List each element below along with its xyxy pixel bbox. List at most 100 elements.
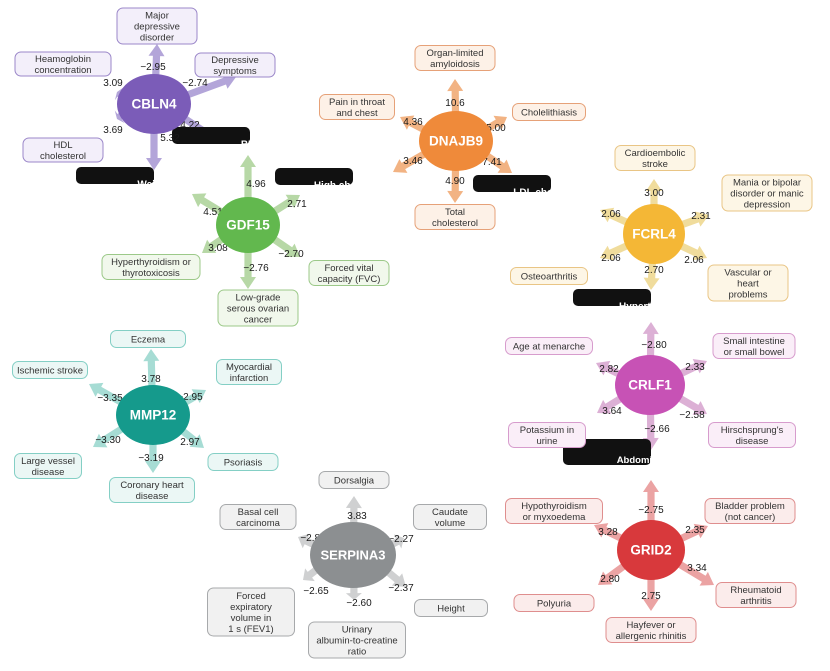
effect-value-cbln4-hdl-cholesterol: 3.69 (103, 125, 123, 136)
shared-node-bmi: BMI (172, 127, 259, 151)
effect-value-crlf1-age-at-menarche: 2.82 (599, 364, 619, 375)
effect-value-crlf1-abdominal-and-pelvic-pain: −2.66 (644, 424, 670, 435)
effect-value-cbln4-weight: 5.32 (160, 133, 180, 144)
effect-value-serpina3-basal-cell-carcinoma: −2.89 (300, 533, 326, 544)
arrow-fcrl4-osteoarthritis (600, 241, 630, 261)
effect-value-fcrl4-vascular-or-heart-problems: 2.06 (684, 255, 704, 266)
effect-value-serpina3-dorsalgia: 3.83 (347, 511, 367, 522)
effect-value-mmp12-myocardial-infarction: −2.95 (177, 392, 203, 403)
trait-box-mmp12-psoriasis: Psoriasis (207, 453, 279, 471)
effect-value-mmp12-ischemic-stroke: −3.35 (97, 393, 123, 404)
svg-text:Polyuria: Polyuria (537, 598, 572, 609)
arrow-gdf15-bmi (240, 155, 256, 200)
effect-value-dnajb9-pain-in-throat-and-chest: 4.36 (403, 117, 423, 128)
trait-box-grid2-polyuria: Polyuria (513, 594, 595, 612)
arrow-dnajb9-high-cholesterol (393, 149, 428, 173)
effect-value-crlf1-hypertension: −2.80 (641, 340, 667, 351)
effect-value-grid2-bladder-problem-not-cancer: 2.35 (685, 525, 705, 536)
trait-box-crlf1-age-at-menarche: Age at menarche (505, 337, 593, 355)
effect-value-grid2-abdominal-and-pelvic-pain: −2.75 (638, 505, 664, 516)
effect-value-mmp12-coronary-heart-disease: −3.19 (138, 453, 164, 464)
arrow-crlf1-hirschsprung-s-disease (676, 394, 707, 415)
effect-value-grid2-hayfever-or-allergenic-rhinitis: 2.75 (641, 591, 661, 602)
svg-text:Osteoarthritis: Osteoarthritis (521, 271, 578, 282)
trait-box-fcrl4-osteoarthritis: Osteoarthritis (510, 267, 588, 285)
arrow-fcrl4-ldl-cholesterol (600, 207, 630, 227)
hub-label-serpina3: SERPINA3 (320, 548, 385, 563)
svg-text:LDL cholesterol: LDL cholesterol (513, 188, 589, 199)
trait-box-serpina3-height: Height (414, 599, 488, 617)
arrow-mmp12-ischemic-stroke (89, 382, 125, 407)
arrow-fcrl4-vascular-or-heart-problems (677, 241, 707, 261)
effect-value-gdf15-weight: 4.51 (203, 207, 223, 218)
effect-value-mmp12-eczema: 3.78 (141, 374, 161, 385)
svg-text:Ischemic stroke: Ischemic stroke (17, 365, 83, 376)
effect-value-crlf1-potassium-in-urine: 3.64 (602, 406, 622, 417)
arrow-cbln4-major-depressive-disorder (148, 44, 165, 78)
arrow-mmp12-myocardial-infarction (181, 389, 206, 407)
effect-value-cbln4-major-depressive-disorder: −2.95 (140, 62, 166, 73)
effect-value-mmp12-large-vessel-disease: −3.30 (95, 435, 121, 446)
hub-gdf15: GDF15 (216, 197, 280, 253)
svg-text:BMI: BMI (241, 140, 260, 151)
arrow-gdf15-low-grade-serous-ovarian-cancer (240, 250, 256, 289)
effect-value-crlf1-small-intestine-or-small-bowel: 2.33 (685, 362, 705, 373)
svg-text:Weight: Weight (137, 180, 171, 191)
effect-value-dnajb9-ldl-cholesterol: 7.41 (482, 157, 502, 168)
arrow-grid2-polyuria (598, 562, 628, 585)
svg-text:Age at menarche: Age at menarche (513, 341, 585, 352)
effect-value-serpina3-urinary-albumin-to-creatine-ratio: −2.60 (346, 598, 372, 609)
arrow-mmp12-psoriasis (178, 426, 204, 448)
effect-value-gdf15-high-cholesterol: 2.71 (287, 199, 307, 210)
hub-fcrl4: FCRL4 (623, 204, 685, 264)
arrow-cbln4-depressive-symptoms (184, 73, 236, 99)
arrow-mmp12-eczema (143, 349, 160, 389)
effect-value-serpina3-height: −2.37 (388, 583, 414, 594)
effect-value-dnajb9-total-cholesterol: 4.90 (445, 176, 465, 187)
effect-value-crlf1-hirschsprung-s-disease: −2.58 (679, 410, 705, 421)
arrow-dnajb9-ldl-cholesterol (482, 151, 512, 173)
arrow-gdf15-high-cholesterol (271, 194, 300, 216)
effect-value-dnajb9-cholelithiasis: 5.00 (486, 123, 506, 134)
effect-value-fcrl4-osteoarthritis: 2.06 (601, 253, 621, 264)
effect-value-dnajb9-high-cholesterol: 3.46 (403, 156, 423, 167)
hub-label-mmp12: MMP12 (130, 408, 177, 423)
arrow-fcrl4-mania-or-bipolar-disorder-or-manic-depression (679, 211, 709, 229)
arrow-crlf1-potassium-in-urine (597, 394, 624, 414)
svg-text:Eczema: Eczema (131, 334, 166, 345)
trait-box-dnajb9-cholelithiasis: Cholelithiasis (512, 103, 586, 121)
svg-text:Hypertension: Hypertension (619, 302, 683, 313)
arrow-crlf1-small-intestine-or-small-bowel (677, 359, 707, 378)
effect-value-grid2-polyuria: 2.80 (600, 574, 620, 585)
effect-value-fcrl4-ldl-cholesterol: 2.06 (601, 209, 621, 220)
